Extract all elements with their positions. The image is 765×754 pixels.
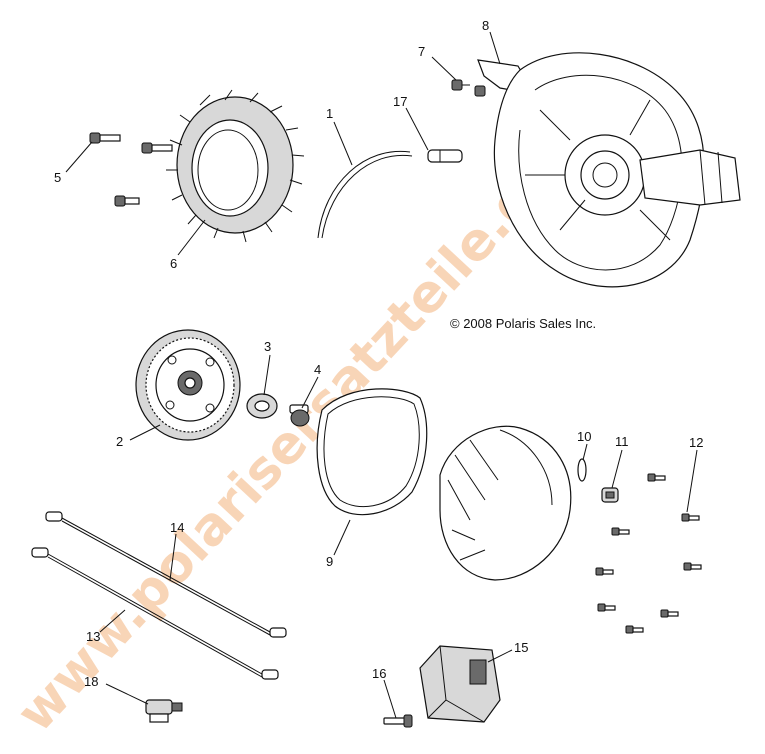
part-4-gear bbox=[289, 404, 310, 427]
part-10-oring bbox=[577, 458, 587, 482]
callout-17: 17 bbox=[393, 94, 407, 109]
callout-2: 2 bbox=[116, 434, 123, 449]
callout-10: 10 bbox=[577, 429, 591, 444]
part-5-screws bbox=[89, 132, 173, 207]
part-12-bolts bbox=[595, 473, 702, 634]
part-3-clutch bbox=[246, 393, 278, 419]
part-1-oring bbox=[317, 150, 413, 239]
callout-18: 18 bbox=[84, 674, 98, 689]
callout-4: 4 bbox=[314, 362, 321, 377]
callout-5: 5 bbox=[54, 170, 61, 185]
crankcase-housing bbox=[493, 52, 741, 288]
part-18-sensor bbox=[145, 699, 183, 723]
callout-13: 13 bbox=[86, 629, 100, 644]
callout-1: 1 bbox=[326, 106, 333, 121]
callout-6: 6 bbox=[170, 256, 177, 271]
copyright-notice: © 2008 Polaris Sales Inc. bbox=[450, 316, 596, 331]
part-6-stator bbox=[166, 89, 305, 243]
callout-16: 16 bbox=[372, 666, 386, 681]
callout-15: 15 bbox=[514, 640, 528, 655]
leader-lines bbox=[65, 31, 698, 719]
callout-7: 7 bbox=[418, 44, 425, 59]
callout-14: 14 bbox=[170, 520, 184, 535]
part-14-cable bbox=[45, 511, 287, 638]
callout-9: 9 bbox=[326, 554, 333, 569]
stator-cover bbox=[439, 425, 572, 581]
part-7-bolts bbox=[451, 79, 486, 97]
part-15-regulator bbox=[419, 645, 501, 723]
callout-8: 8 bbox=[482, 18, 489, 33]
part-11-plug bbox=[601, 487, 619, 503]
callout-3: 3 bbox=[264, 339, 271, 354]
callout-12: 12 bbox=[689, 435, 703, 450]
part-2-flywheel bbox=[135, 329, 241, 441]
part-17-fitting bbox=[427, 149, 463, 163]
part-9-gasket bbox=[316, 388, 428, 516]
part-16-bolt bbox=[383, 714, 413, 728]
callout-11: 11 bbox=[615, 434, 629, 449]
callout-labels: 1 2 3 4 5 6 7 8 9 10 11 12 13 14 15 16 1… bbox=[54, 18, 703, 689]
part-13-cable bbox=[31, 547, 279, 680]
